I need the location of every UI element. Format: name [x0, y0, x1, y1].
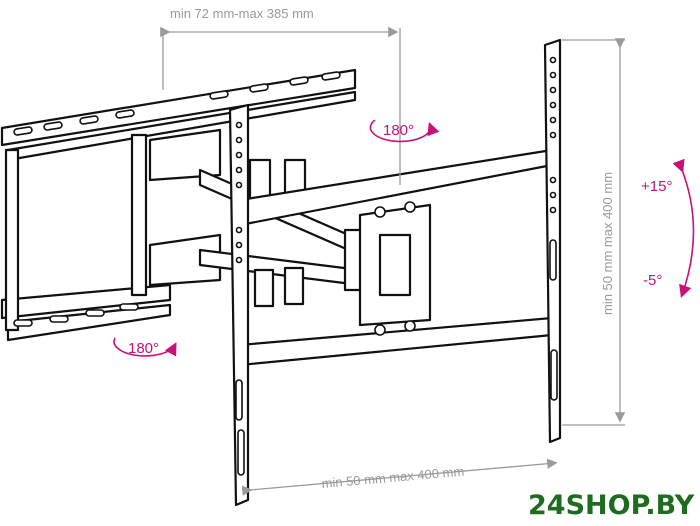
- swivel-top-label: 180°: [383, 122, 414, 139]
- dimension-lines: [160, 26, 626, 496]
- tv-bracket: [228, 38, 562, 507]
- tilt-up-label: +15°: [641, 178, 672, 195]
- vesa-vertical-label: min 50 mm max 400 mm: [600, 172, 615, 315]
- swivel-bottom-arrow: [113, 337, 177, 357]
- watermark: 24SHOP.BY: [528, 490, 695, 521]
- wall-plate: [0, 68, 357, 342]
- tilt-down-label: -5°: [643, 272, 662, 289]
- swivel-top-arrow: [369, 119, 440, 143]
- arm-extension-label: min 72 mm-max 385 mm: [170, 6, 314, 21]
- tilt-arrow: [672, 158, 695, 299]
- swivel-bottom-label: 180°: [128, 340, 159, 357]
- vesa-horizontal-label: min 50 mm max 400 mm: [321, 464, 465, 491]
